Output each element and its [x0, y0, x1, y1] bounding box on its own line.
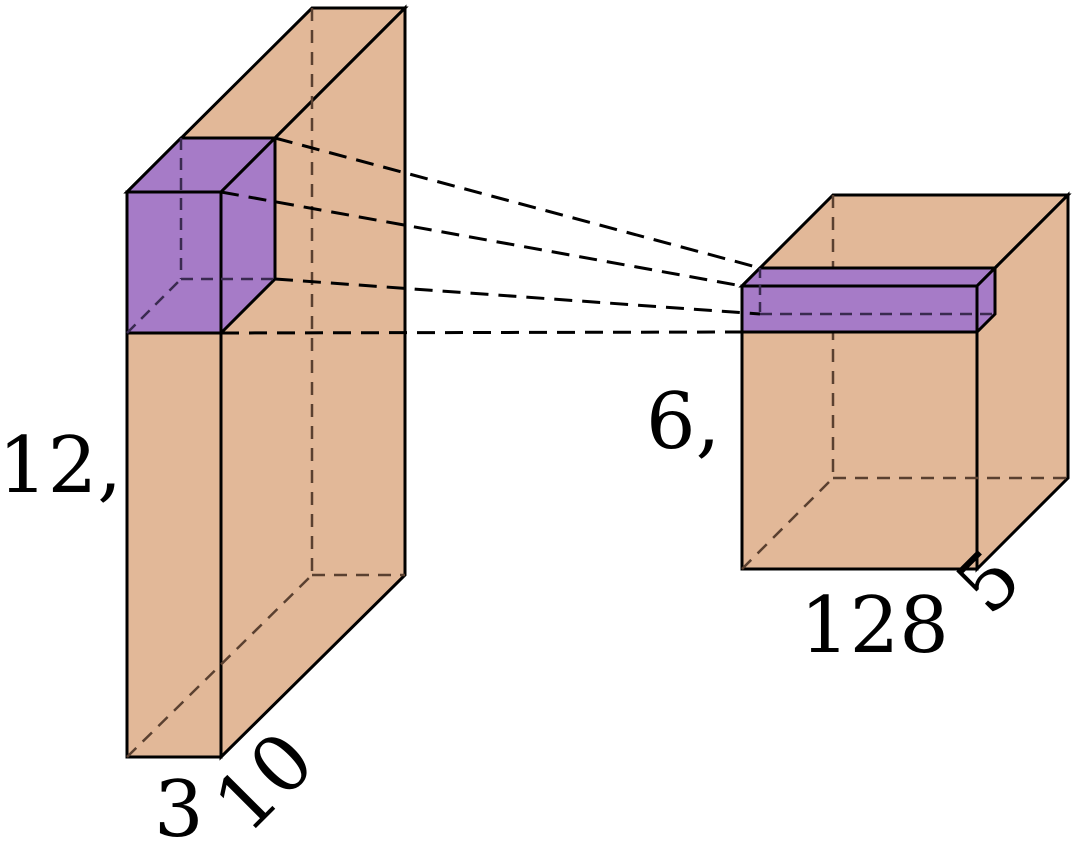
input-kernel-front-face: [125, 190, 223, 335]
input-kernel-hidden-edge-depth: [126, 278, 182, 334]
output-block: [738, 191, 1072, 573]
input-kernel-cube: [123, 134, 279, 337]
output-height-label: 6,: [646, 377, 720, 467]
output-slab-top-face: [738, 266, 999, 288]
projection-line-bottom-front: [220, 330, 743, 335]
input-width-label: 3: [154, 765, 204, 842]
output-width-label: 128: [800, 581, 949, 671]
input-block: [123, 4, 409, 761]
input-height-label: 12,: [0, 421, 122, 511]
projection-line-bottom-back: [274, 277, 761, 316]
output-kernel-slab: [738, 264, 999, 336]
projection-line-top-front: [220, 190, 743, 288]
output-slab-front-face: [740, 284, 979, 334]
projection-lines: [220, 136, 761, 335]
